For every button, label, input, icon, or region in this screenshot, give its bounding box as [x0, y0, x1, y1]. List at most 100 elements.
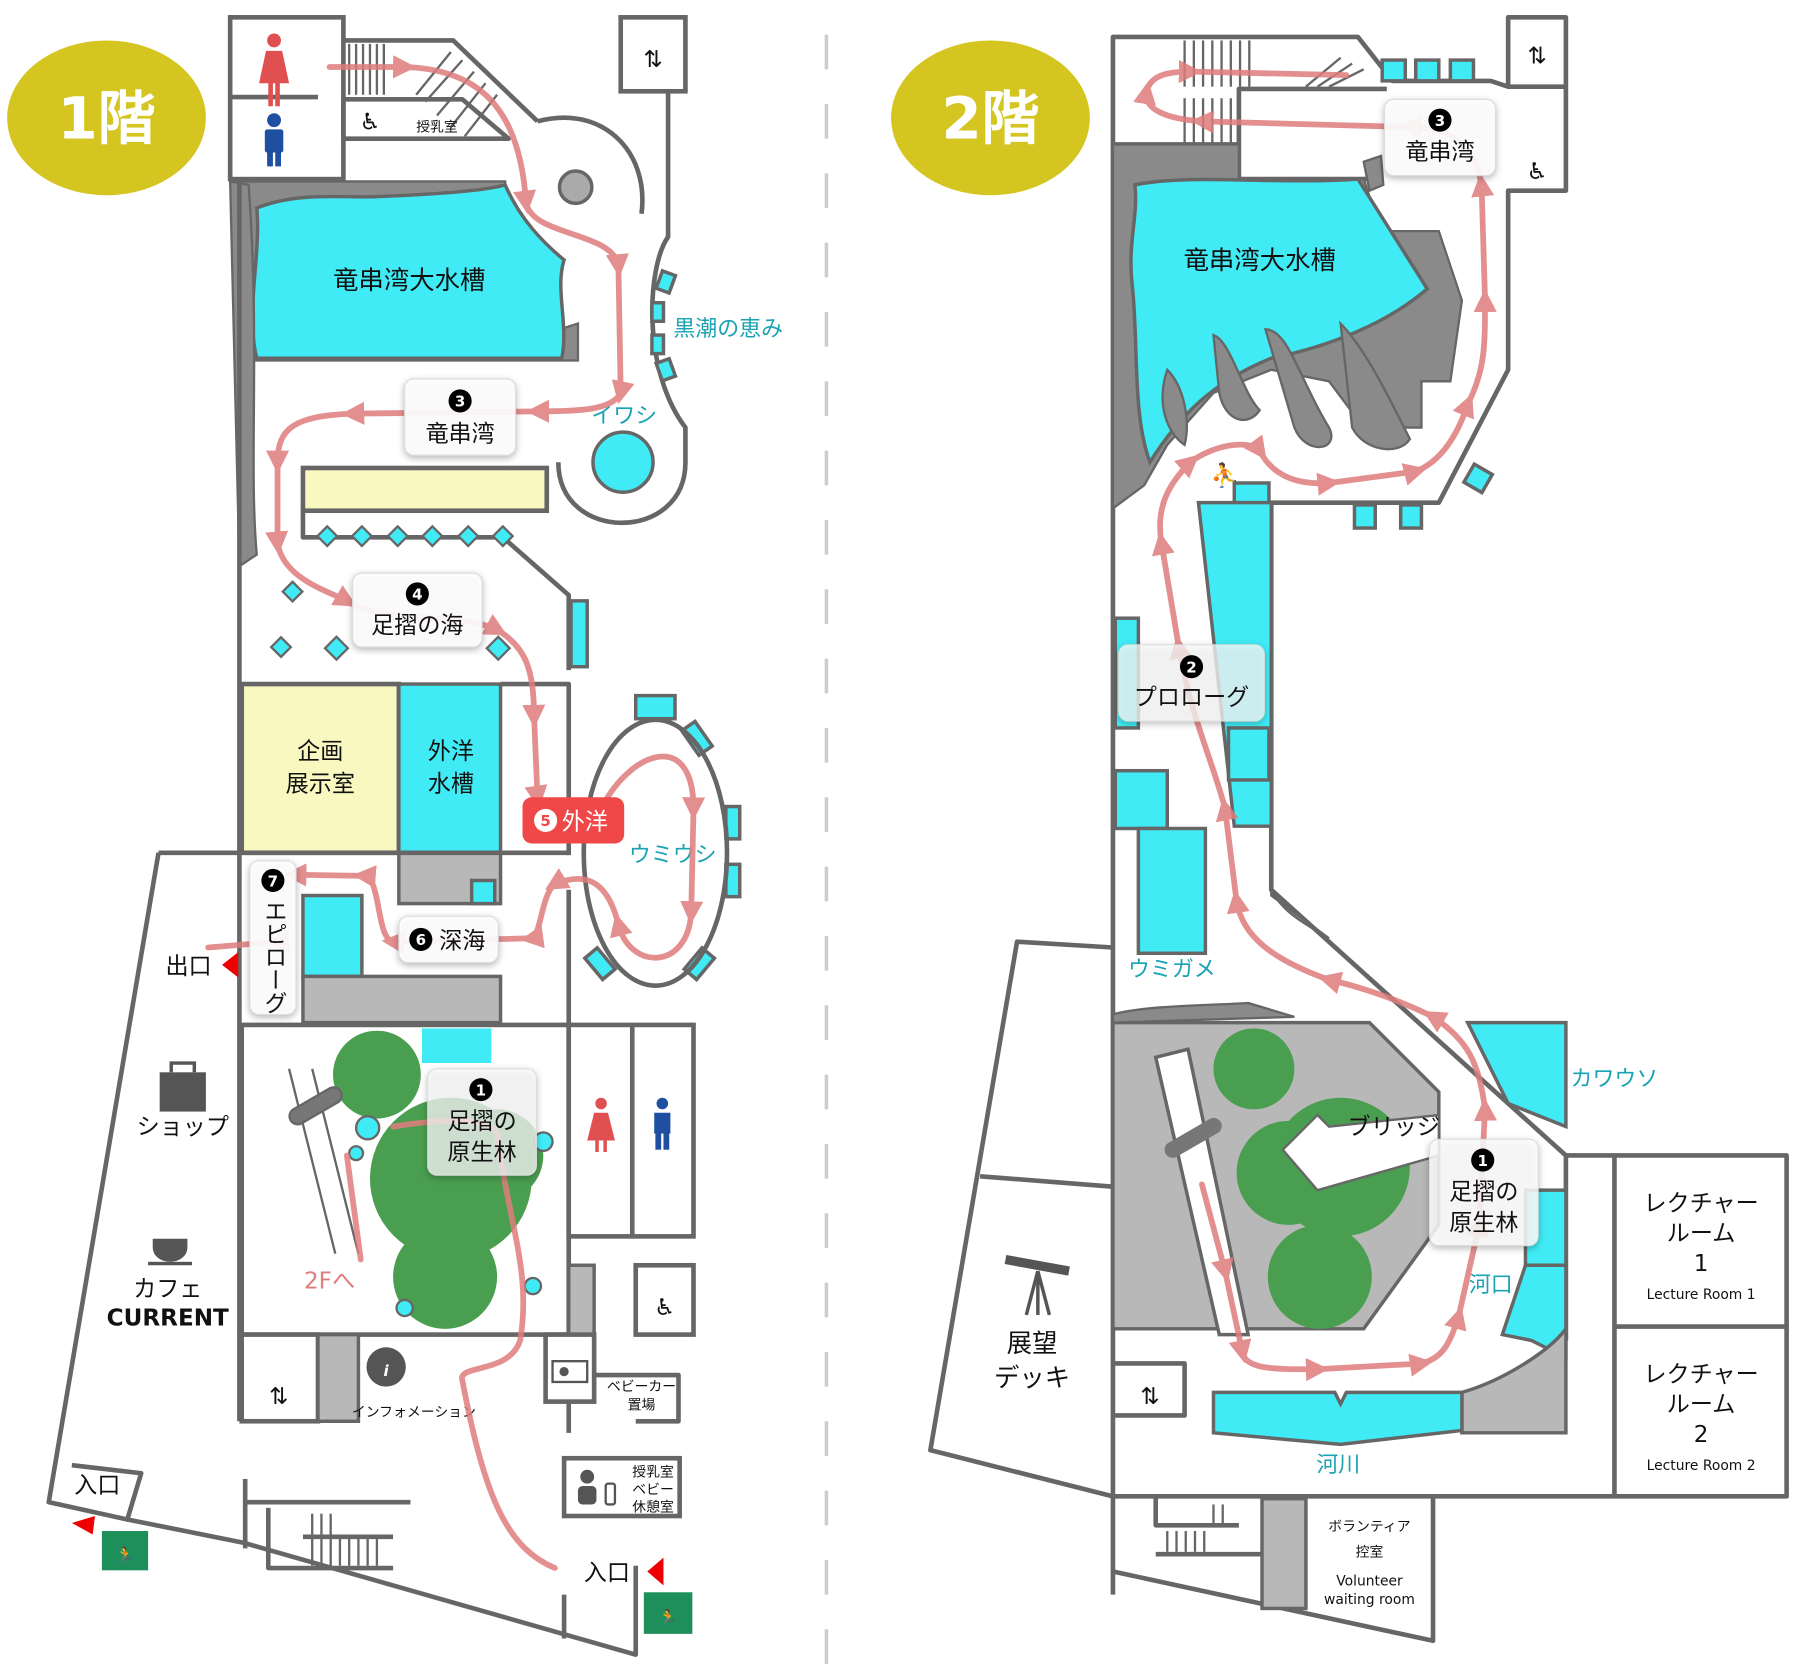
svg-text:Lecture Room 2: Lecture Room 2 [1647, 1458, 1756, 1474]
baby-room-label-3: 休憩室 [632, 1498, 674, 1515]
escalator-icon [287, 1068, 360, 1254]
svg-text:2: 2 [1694, 1422, 1709, 1448]
stop-label-2: 原生林 [447, 1140, 516, 1166]
svg-text:ボランティア: ボランティア [1328, 1519, 1410, 1535]
floor-2-map: 2階 ⇅ ♿ 竜串湾大水槽 ⛹ ウミガメ [891, 15, 1789, 1644]
stop-6-card[interactable]: 6 深海 [398, 915, 499, 964]
stop-label: 外洋 [562, 810, 608, 836]
emergency-exit-icon: 🏃 [643, 1592, 693, 1634]
nursing-room-small-label: 授乳室 [416, 119, 458, 136]
sea-turtle-tank [1136, 826, 1208, 956]
forest-pond [421, 1028, 492, 1064]
estuary-label: 河口 [1469, 1273, 1513, 1298]
stop-label: エピローグ [260, 899, 287, 1015]
baby-icon [577, 1469, 617, 1506]
entrance-arrow-icon [647, 1557, 664, 1586]
female-restroom-icon [587, 1097, 615, 1153]
information-label: インフォメーション [352, 1405, 476, 1421]
stop-label: 竜串湾 [425, 421, 494, 447]
floor-2-title: 2階 [941, 85, 1039, 153]
svg-text:3: 3 [1435, 112, 1445, 130]
svg-text:3: 3 [455, 393, 465, 411]
svg-text:2: 2 [1186, 658, 1196, 676]
river-tank [1211, 1390, 1464, 1447]
oval-tank [634, 693, 677, 721]
bridge-label: ブリッジ [1348, 1115, 1440, 1141]
river-label: 河川 [1316, 1453, 1360, 1478]
exhibit-strip [300, 465, 550, 514]
shop-icon [159, 1061, 206, 1112]
emergency-exit-icon: 🏃 [101, 1531, 149, 1571]
male-restroom-icon [654, 1097, 671, 1150]
to-2f-label: 2Fへ [304, 1268, 355, 1294]
shop-label: ショップ [137, 1115, 229, 1141]
kuroshio-label: 黒潮の恵み [673, 317, 783, 342]
side-tank [569, 599, 589, 669]
lecture-room-1[interactable]: レクチャー ルーム 1 Lecture Room 1 [1643, 1191, 1758, 1303]
deep-sea-tank [301, 893, 364, 979]
svg-text:4: 4 [412, 586, 422, 604]
main-tank-label-2f: 竜串湾大水槽 [1183, 245, 1335, 275]
otter-label: カワウソ [1571, 1067, 1659, 1092]
locker-icon [551, 1360, 589, 1384]
main-entrance-label: 入口 [584, 1561, 630, 1587]
sea-slug-label: ウミウシ [629, 843, 717, 868]
lecture-room-2[interactable]: レクチャー ルーム 2 Lecture Room 2 [1643, 1362, 1758, 1474]
stairs-icon [1183, 40, 1365, 145]
entrance-arrow-icon [71, 1516, 95, 1535]
wheelchair-icon: ♿ [360, 109, 381, 135]
main-tank-label: 竜串湾大水槽 [333, 265, 485, 295]
stop-4-card[interactable]: 4 足摺の海 [352, 572, 483, 648]
stop-1-card[interactable]: 1 足摺の 原生林 [427, 1068, 537, 1176]
floor-1-badge: 1階 [7, 40, 206, 196]
stroller-parking-label-2: 置場 [628, 1398, 656, 1414]
elevator-icon: ⇅ [1527, 44, 1546, 70]
special-exhibit-room [239, 681, 402, 856]
ocean-tank-label-1: 外洋 [428, 739, 474, 765]
svg-text:1: 1 [1694, 1251, 1709, 1277]
svg-text:waiting room: waiting room [1324, 1592, 1415, 1608]
baby-room-label-2: ベビー [632, 1482, 674, 1498]
stop-3-card[interactable]: 3 竜串湾 [404, 378, 517, 456]
svg-text:ルーム: ルーム [1667, 1221, 1736, 1247]
svg-text:7: 7 [268, 872, 278, 890]
volunteer-room[interactable]: ボランティア 控室 Volunteer waiting room [1324, 1519, 1415, 1608]
stop-label: 深海 [439, 929, 485, 955]
special-exhibit-label-1: 企画 [297, 739, 343, 765]
svg-text:5: 5 [540, 812, 550, 830]
svg-text:Volunteer: Volunteer [1336, 1573, 1403, 1589]
side-entrance-label: 入口 [74, 1473, 120, 1499]
elevator-icon: ⇅ [1140, 1384, 1159, 1410]
elevator-icon: ⇅ [643, 47, 662, 73]
left-rock-wall [228, 180, 258, 569]
ocean-tank [397, 682, 503, 855]
stroller-parking-label: ベビーカー [607, 1379, 676, 1395]
observation-deck-label-2: デッキ [994, 1363, 1070, 1393]
wheelchair-icon: ♿ [1527, 159, 1548, 185]
special-exhibit-label-2: 展示室 [286, 772, 355, 798]
floor-2-badge: 2階 [891, 40, 1090, 196]
wheelchair-icon: ♿ [654, 1295, 675, 1321]
svg-text:レクチャー: レクチャー [1643, 1191, 1758, 1217]
stop-label: 足摺の [1449, 1179, 1518, 1205]
stop-label: 足摺の [447, 1109, 516, 1135]
sardine-tank [591, 430, 655, 494]
svg-text:レクチャー: レクチャー [1643, 1362, 1758, 1388]
cafe-name: CURRENT [107, 1305, 229, 1331]
floor-1-title: 1階 [58, 85, 156, 153]
stop-3-card-2f[interactable]: 3 竜串湾 [1383, 98, 1497, 177]
outer-left-wall [46, 852, 161, 1522]
svg-text:ルーム: ルーム [1667, 1392, 1736, 1418]
observation-deck-label: 展望 [1007, 1328, 1058, 1358]
exit-arrow-icon [222, 952, 239, 978]
stop-7-card[interactable]: 7 エピローグ [249, 860, 297, 1016]
stop-2-card-2f[interactable]: 2 プロローグ [1118, 644, 1265, 722]
stop-label-2: 原生林 [1449, 1211, 1518, 1237]
stop-5-card[interactable]: 5 外洋 [522, 797, 625, 844]
stop-1-card-2f[interactable]: 1 足摺の 原生林 [1428, 1138, 1539, 1247]
exit-label: 出口 [165, 954, 211, 980]
telescope-icon [1004, 1254, 1070, 1316]
baby-room-label-1: 授乳室 [632, 1464, 674, 1481]
svg-text:🏃: 🏃 [116, 1546, 135, 1564]
